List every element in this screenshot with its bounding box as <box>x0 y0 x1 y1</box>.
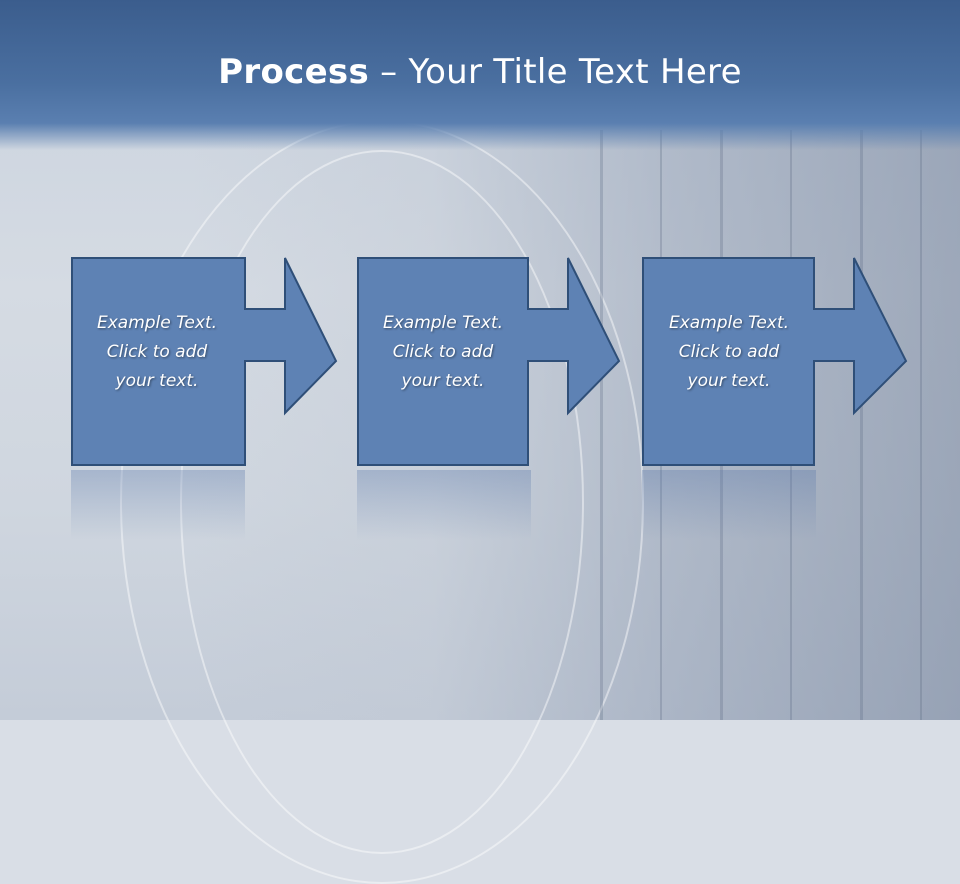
step-text-line: Click to add <box>392 342 494 362</box>
step-text[interactable]: Example Text. Click to add your text. <box>357 309 529 396</box>
background-decoration <box>920 130 922 720</box>
step-text[interactable]: Example Text. Click to add your text. <box>71 309 243 396</box>
arrow-callout-shape <box>357 257 621 466</box>
step-text-line: your text. <box>687 371 771 391</box>
process-step-3[interactable]: Example Text. Click to add your text. <box>642 257 918 467</box>
step-text-line: Click to add <box>106 342 208 362</box>
title-band <box>0 0 960 150</box>
title-rest: – Your Title Text Here <box>369 52 742 92</box>
step-text-line: Example Text. <box>96 313 218 333</box>
step-text-line: Example Text. <box>382 313 504 333</box>
background-decoration <box>600 130 603 720</box>
title-bold: Process <box>218 52 370 92</box>
step-reflection <box>642 470 816 540</box>
arrow-callout-shape <box>642 257 908 466</box>
background-decoration <box>860 130 863 720</box>
arrow-callout-shape <box>71 257 338 466</box>
slide-title[interactable]: Process – Your Title Text Here <box>0 52 960 92</box>
step-text-line: your text. <box>115 371 199 391</box>
step-text[interactable]: Example Text. Click to add your text. <box>642 309 816 396</box>
step-reflection <box>71 470 245 540</box>
step-reflection <box>357 470 531 540</box>
step-text-line: Click to add <box>678 342 780 362</box>
step-text-line: Example Text. <box>668 313 790 333</box>
step-text-line: your text. <box>401 371 485 391</box>
process-step-1[interactable]: Example Text. Click to add your text. <box>71 257 347 467</box>
process-step-2[interactable]: Example Text. Click to add your text. <box>357 257 633 467</box>
